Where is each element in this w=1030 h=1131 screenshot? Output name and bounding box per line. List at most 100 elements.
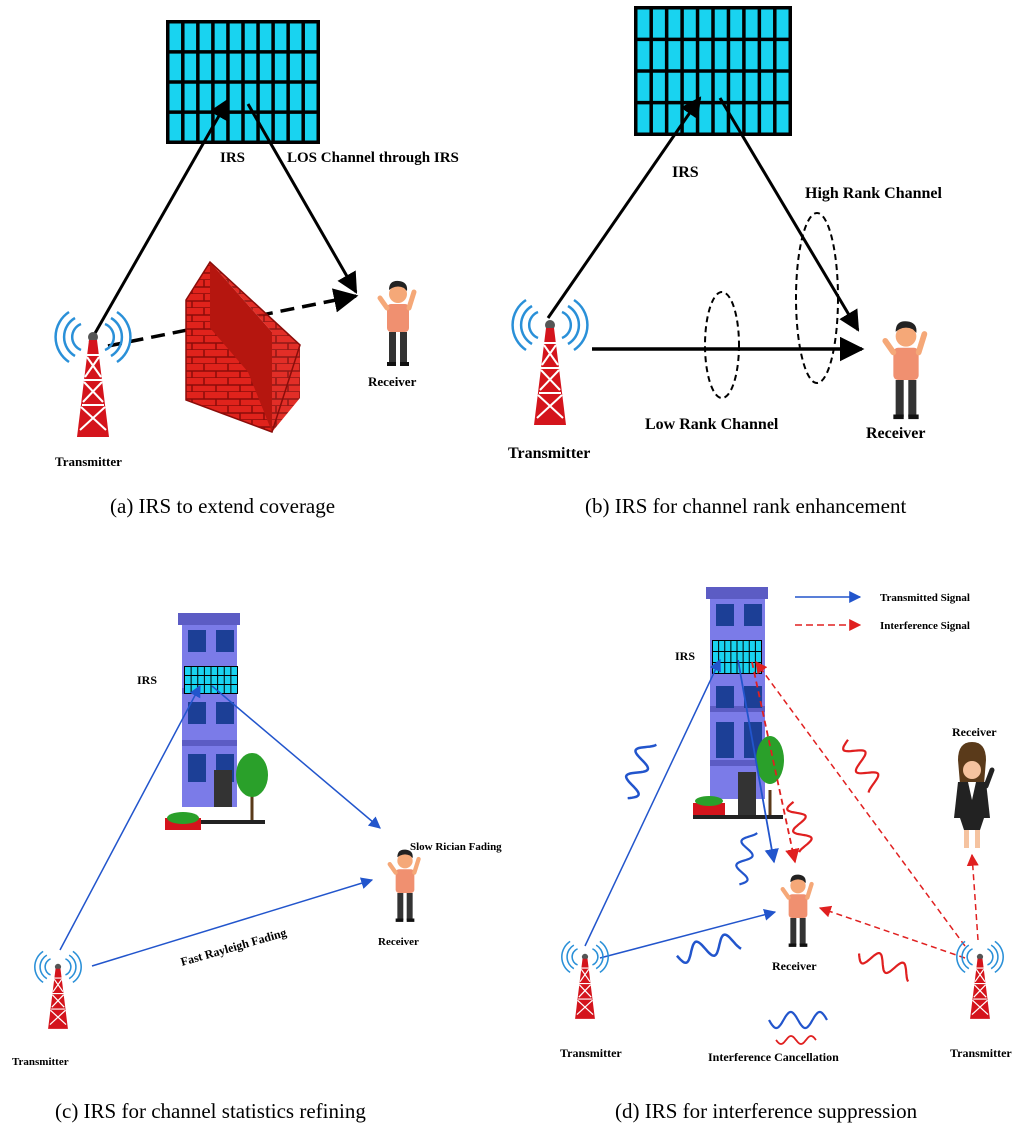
interference-cancellation-label: Interference Cancellation bbox=[708, 1050, 839, 1064]
signal-wave bbox=[768, 1010, 828, 1030]
irs-b-cell bbox=[730, 41, 743, 70]
irs-d-cell bbox=[719, 663, 725, 673]
low-rank-ellipse bbox=[704, 291, 740, 399]
receiver-person-b bbox=[885, 321, 924, 419]
tx-right-to-irs-arrow bbox=[755, 661, 966, 947]
irs-c-cell bbox=[185, 676, 191, 684]
irs-a-cell bbox=[274, 53, 287, 81]
irs-d-cell bbox=[737, 652, 743, 662]
signal-wave bbox=[786, 800, 813, 853]
irs-b-cell bbox=[745, 41, 758, 70]
caption-c: (c) IRS for channel statistics refining bbox=[55, 1099, 366, 1123]
irs-c-cell bbox=[211, 667, 218, 675]
transmitter-tower-d-left bbox=[561, 940, 609, 1020]
los-channel-label: LOS Channel through IRS bbox=[287, 150, 459, 166]
irs-b-cell bbox=[683, 41, 696, 70]
irs-b-cell bbox=[730, 104, 743, 133]
signal-wave bbox=[857, 951, 910, 983]
irs-a-cell bbox=[229, 83, 242, 111]
irs-b-cell bbox=[699, 9, 712, 38]
irs-b-cell bbox=[745, 72, 758, 101]
receiver-person-d-center bbox=[783, 875, 812, 947]
receiver-label-c: Receiver bbox=[378, 936, 419, 948]
irs-d-cell bbox=[719, 652, 725, 662]
irs-b-cell bbox=[730, 9, 743, 38]
irs-d-cell bbox=[743, 663, 749, 673]
irs-d-cell bbox=[731, 663, 737, 673]
irs-d-cell bbox=[749, 663, 755, 673]
caption-a: (a) IRS to extend coverage bbox=[110, 494, 335, 518]
signal-waveforms bbox=[624, 739, 910, 1045]
irs-panel-d bbox=[712, 640, 762, 674]
fast-rayleigh-label: Fast Rayleigh Fading bbox=[179, 925, 288, 969]
irs-b-cell bbox=[683, 72, 696, 101]
building-window bbox=[744, 604, 762, 626]
irs-c-cell bbox=[224, 676, 231, 684]
caption-b: (b) IRS for channel rank enhancement bbox=[585, 494, 906, 518]
irs-b-cell bbox=[776, 9, 789, 38]
irs-to-rx-arrow-b bbox=[718, 97, 860, 332]
irs-b-cell bbox=[776, 104, 789, 133]
irs-c-cell bbox=[198, 676, 204, 684]
building-window bbox=[216, 630, 234, 652]
irs-c-cell bbox=[204, 685, 211, 693]
high-rank-label: High Rank Channel bbox=[805, 185, 942, 202]
irs-a-cell bbox=[184, 113, 197, 141]
signal-wave bbox=[676, 933, 742, 964]
irs-c-cell bbox=[218, 685, 224, 693]
irs-a-cell bbox=[259, 23, 272, 51]
irs-b-cell bbox=[745, 104, 758, 133]
irs-c-cell bbox=[218, 667, 224, 675]
irs-label-c: IRS bbox=[137, 673, 157, 687]
irs-d-cell bbox=[731, 641, 737, 651]
receiver-person-a bbox=[380, 281, 414, 366]
irs-to-rx-arrow-a bbox=[246, 103, 358, 294]
high-rank-ellipse bbox=[795, 212, 839, 384]
signal-wave bbox=[625, 744, 657, 799]
irs-b-cell bbox=[683, 9, 696, 38]
transmitter-label-c: Transmitter bbox=[12, 1056, 69, 1068]
irs-a-cell bbox=[214, 83, 227, 111]
signal-wave bbox=[775, 1035, 817, 1045]
irs-c-cell bbox=[231, 667, 237, 675]
irs-label-b: IRS bbox=[672, 164, 699, 181]
caption-d: (d) IRS for interference suppression bbox=[615, 1099, 918, 1123]
irs-a-cell bbox=[214, 113, 227, 141]
irs-b-cell bbox=[714, 104, 727, 133]
irs-a-cell bbox=[289, 53, 302, 81]
irs-a-cell bbox=[169, 53, 182, 81]
irs-d-cell bbox=[749, 652, 755, 662]
irs-c-cell bbox=[198, 685, 204, 693]
tx-right-to-rx-arrow bbox=[818, 905, 966, 959]
irs-b-cell bbox=[699, 41, 712, 70]
irs-a-cell bbox=[214, 53, 227, 81]
irs-b-cell bbox=[714, 41, 727, 70]
building-window bbox=[216, 702, 234, 724]
irs-d-cell bbox=[725, 663, 731, 673]
irs-a-cell bbox=[244, 83, 257, 111]
irs-a-cell bbox=[229, 113, 242, 141]
irs-panel-c bbox=[184, 666, 238, 694]
transmitter-label-d-right: Transmitter bbox=[950, 1046, 1012, 1060]
irs-b-cell bbox=[652, 104, 665, 133]
panel-a: IRS LOS Channel through IRS Transmitter … bbox=[54, 20, 459, 518]
irs-c-cell bbox=[211, 685, 218, 693]
irs-b-cell bbox=[637, 41, 650, 70]
irs-d-cell bbox=[725, 641, 731, 651]
transmitter-tower-c bbox=[34, 950, 82, 1030]
irs-a-cell bbox=[274, 83, 287, 111]
building-window bbox=[188, 702, 206, 724]
legend-transmitted-label: Transmitted Signal bbox=[880, 592, 970, 604]
legend-interference-label: Interference Signal bbox=[880, 620, 970, 632]
irs-c-cell bbox=[231, 685, 237, 693]
irs-c-cell bbox=[191, 676, 198, 684]
irs-panel-a bbox=[166, 20, 320, 144]
irs-b-cell bbox=[652, 41, 665, 70]
irs-b-cell bbox=[776, 41, 789, 70]
irs-label-a: IRS bbox=[220, 150, 245, 166]
building-window bbox=[716, 686, 734, 708]
irs-a-cell bbox=[244, 23, 257, 51]
irs-c-cell bbox=[198, 667, 204, 675]
irs-a-cell bbox=[199, 23, 212, 51]
irs-a-cell bbox=[184, 83, 197, 111]
